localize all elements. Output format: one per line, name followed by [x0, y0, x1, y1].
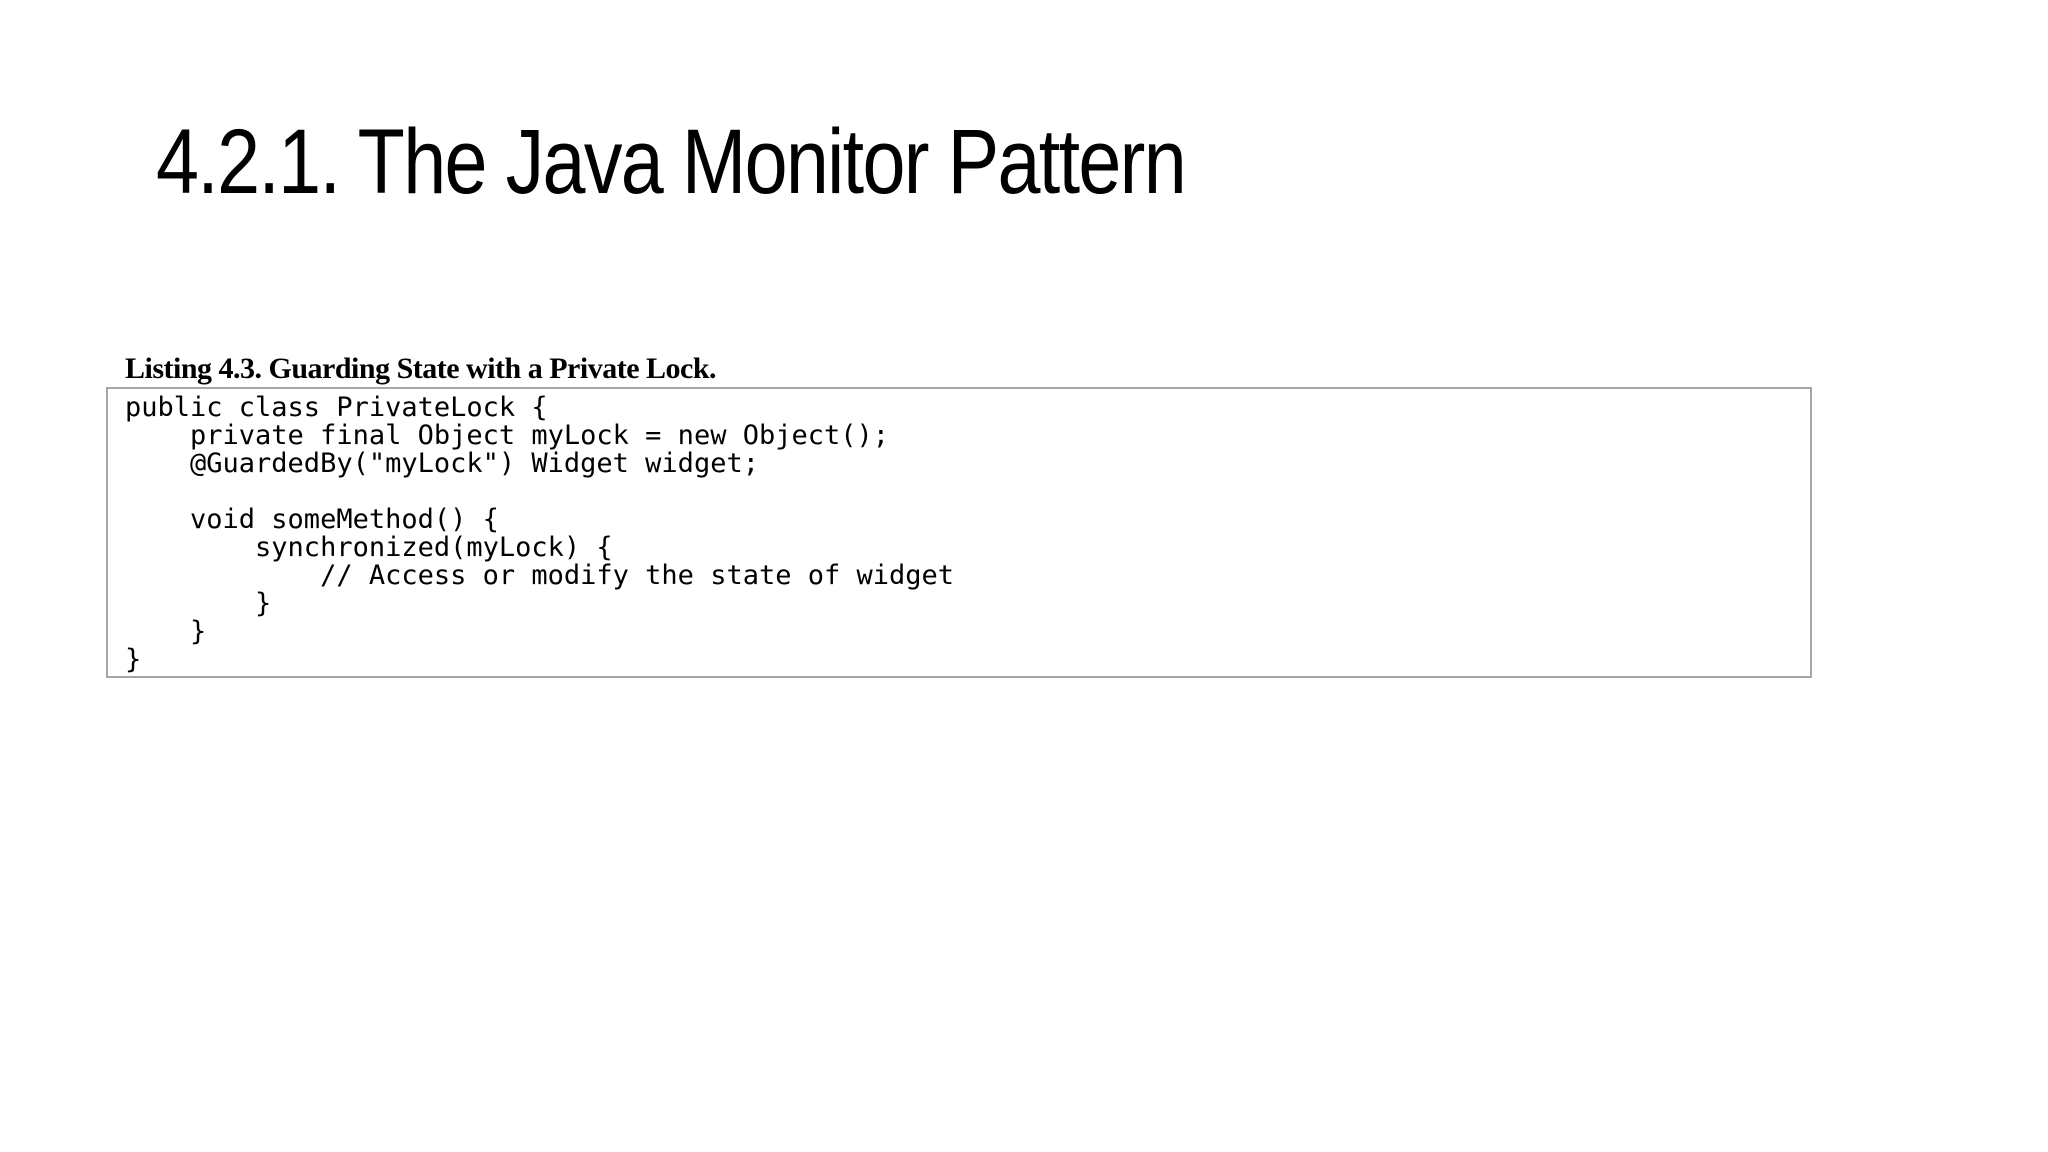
listing-caption: Listing 4.3. Guarding State with a Priva… — [125, 352, 717, 385]
code-listing-box: public class PrivateLock { private final… — [106, 387, 1812, 678]
page-title: 4.2.1. The Java Monitor Pattern — [156, 111, 1187, 213]
code-listing: public class PrivateLock { private final… — [125, 392, 955, 675]
